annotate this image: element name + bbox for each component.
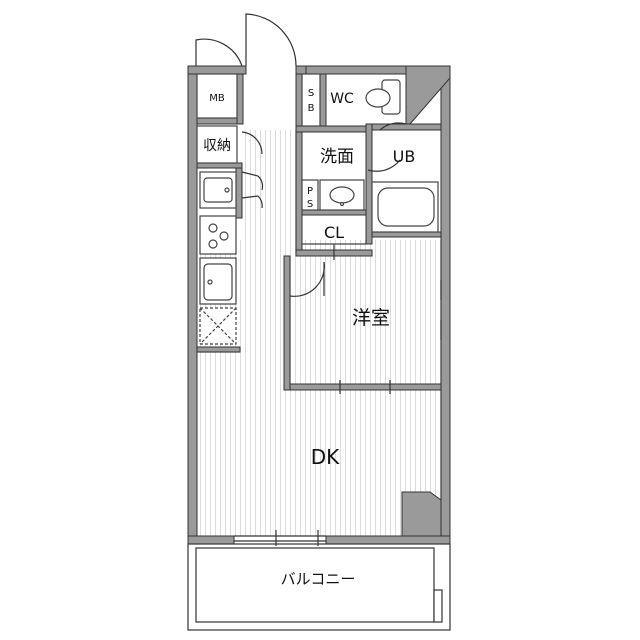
- western-room-floor: [290, 240, 440, 386]
- washbasin: [319, 179, 365, 211]
- toilet-fixture: [365, 79, 401, 115]
- dk-label: DK: [311, 445, 340, 469]
- sb-box: [301, 73, 321, 127]
- bathtub: [371, 181, 439, 233]
- sb-label-top: S: [308, 88, 314, 99]
- mb-box: [196, 73, 238, 119]
- mb-label: MB: [209, 93, 225, 104]
- balcony-label: バルコニー: [281, 570, 356, 588]
- sb-label-bottom: B: [308, 103, 315, 114]
- wc-label: WC: [330, 91, 354, 107]
- washroom-label: 洗面: [320, 147, 354, 167]
- cl-label: CL: [324, 223, 344, 242]
- ps-label-bottom: S: [307, 199, 313, 210]
- storage-box: [196, 125, 238, 164]
- hall-floor: [242, 130, 300, 240]
- ps-box: [301, 179, 319, 211]
- ub-label: UB: [393, 147, 416, 166]
- sliding-doors: [234, 280, 442, 546]
- kitchen-fixtures: [199, 171, 237, 345]
- interior-walls: [196, 73, 442, 391]
- ps-label-top: P: [307, 186, 313, 197]
- door-swings: [195, 13, 407, 297]
- outer-walls: [187, 65, 451, 545]
- balcony: [187, 543, 451, 631]
- storage-label: 収納: [203, 138, 231, 154]
- western-room-label: 洋室: [352, 307, 390, 329]
